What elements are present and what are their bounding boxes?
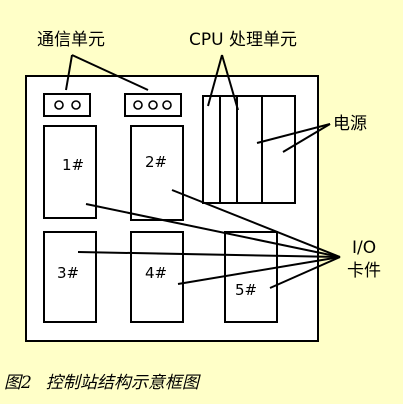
io-leader-lines: [77, 189, 341, 289]
figure-caption: 图2 控制站结构示意框图: [4, 375, 199, 392]
io-slot-2: [130, 125, 184, 221]
power-leader-lines: [256, 123, 331, 153]
cpu-unit-label: CPU 处理单元: [189, 30, 297, 50]
io-label-line1: I/O: [352, 238, 377, 258]
figure-number: 图2: [4, 373, 32, 393]
io-slot-3: [43, 231, 97, 323]
power-label: 电源: [333, 114, 367, 134]
io-slot-4: [130, 231, 184, 323]
cpu-leader-lines: [207, 54, 239, 111]
slot-number-2: 2#: [145, 153, 168, 171]
slot-number-4: 4#: [145, 264, 168, 282]
comm-leader-lines: [65, 54, 149, 91]
io-label-line2: 卡件: [347, 261, 381, 281]
cpu-power-block: [202, 95, 296, 204]
slot-number-3: 3#: [57, 264, 80, 282]
figure-title: 控制站结构示意框图: [45, 373, 199, 393]
comm-unit-label: 通信单元: [37, 30, 105, 50]
slot-number-5: 5#: [235, 281, 258, 299]
comm-unit-right: [124, 93, 182, 117]
comm-unit-left: [43, 93, 91, 117]
io-slot-5: [224, 231, 278, 323]
io-slot-1: [43, 125, 97, 219]
slot-number-1: 1#: [62, 156, 85, 174]
